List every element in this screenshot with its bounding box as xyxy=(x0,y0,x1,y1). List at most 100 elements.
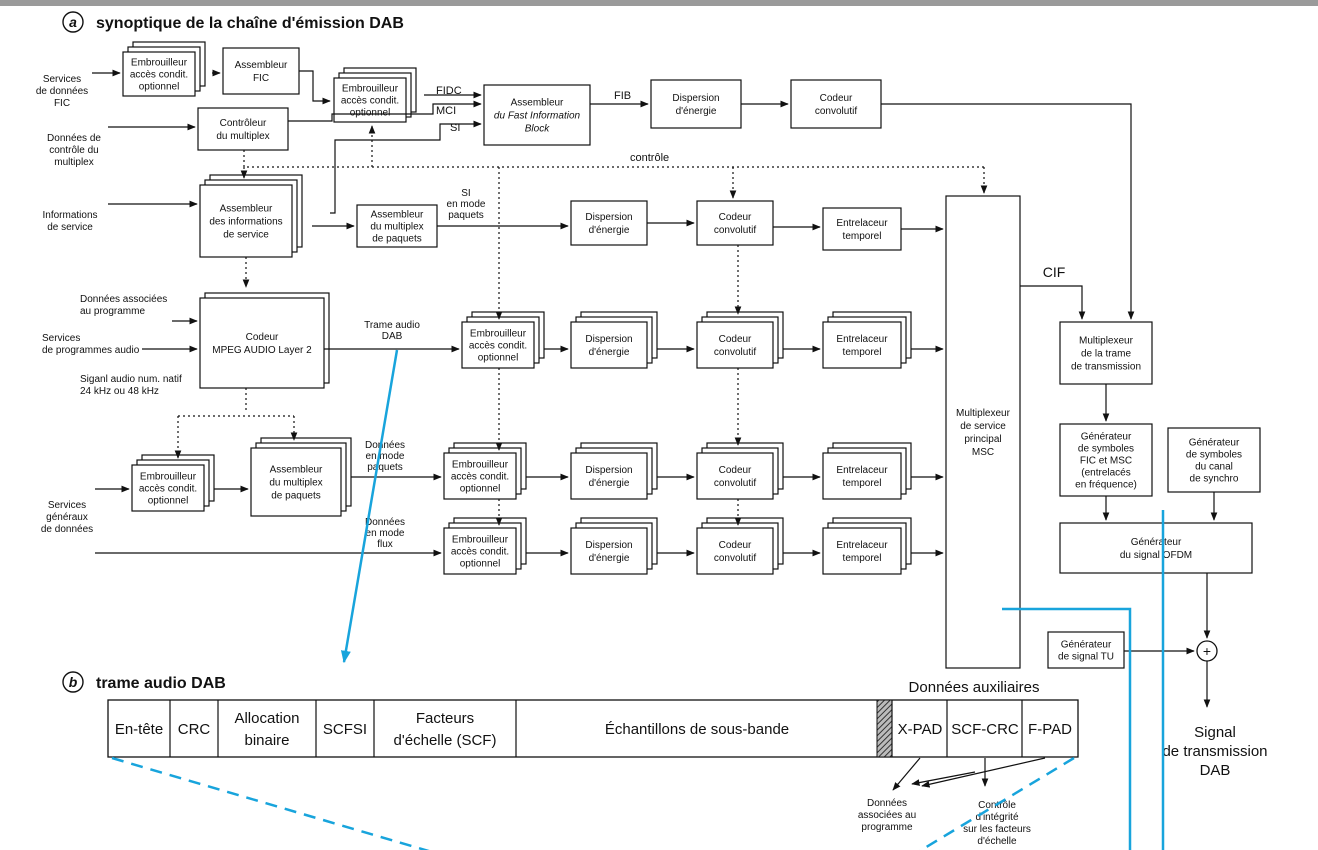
label-data-stream-line: Données xyxy=(365,517,405,528)
note-pad-line-2: associées au xyxy=(858,810,916,821)
scrambler-fidc-text-line: optionnel xyxy=(350,108,391,119)
si-interleaver-text-line: Entrelaceur xyxy=(836,218,888,229)
frame-hatch xyxy=(876,699,893,758)
stream-dispersion-text-line: Dispersion xyxy=(585,540,632,551)
si-coder-frame xyxy=(696,200,774,246)
info-to-si xyxy=(330,120,482,214)
msc-cif xyxy=(1020,285,1086,320)
sync-generator-text-line: de synchro xyxy=(1190,474,1239,485)
note-crc-line-3: sur les facteurs xyxy=(963,824,1031,835)
audio-frame: En-tête CRC Allocation binaire SCFSI Fac… xyxy=(107,679,1079,847)
section-a-badge xyxy=(62,11,84,33)
packet-coder-frame xyxy=(696,452,774,500)
input-assoc-line: Données associées xyxy=(80,294,167,305)
input-audio-line: Services xyxy=(42,333,80,344)
packet-scrambler-text-line: optionnel xyxy=(460,484,501,495)
si-dispersion-text-line: d'énergie xyxy=(589,225,630,236)
label-controle: contrôle xyxy=(630,152,669,164)
section-a-title: synoptique de la chaîne d'émission DAB xyxy=(96,15,404,32)
packet-interleaver-frame xyxy=(822,452,902,500)
general-scrambler-frame xyxy=(131,464,205,512)
field-header: En-tête xyxy=(115,721,163,738)
field-samples: Échantillons de sous-bande xyxy=(605,721,789,738)
input-info-line: de service xyxy=(47,222,93,233)
input-ctrl-line: contrôle du xyxy=(49,145,98,156)
ofdm-generator-text-line: du signal OFDM xyxy=(1120,550,1192,561)
sync-generator-text-line: Générateur xyxy=(1189,438,1240,449)
label-si-packets-line: SI xyxy=(461,188,470,199)
label-data-packets-line: Données xyxy=(365,440,405,451)
sync-generator-frame xyxy=(1167,427,1261,493)
fic-msc-generator-text-line: FIC et MSC xyxy=(1080,456,1132,467)
fic-msc-generator-text-line: (entrelacés xyxy=(1081,468,1130,479)
scrambler-fidc-text-line: Embrouilleur xyxy=(342,84,399,95)
stream-interleaver-text-line: temporel xyxy=(843,553,882,564)
packet-scrambler-frame xyxy=(443,452,517,500)
info-assembler-text-line: de service xyxy=(223,230,269,241)
si-coder-text-line: Codeur xyxy=(719,212,752,223)
fic-assembler-text-line: Assembleur xyxy=(235,60,288,71)
stream-scrambler-text-line: accès condit. xyxy=(451,547,509,558)
audio-interleaver-text-line: Entrelaceur xyxy=(836,334,888,345)
si-packet-assembler-frame xyxy=(356,204,438,248)
si-interleaver-text-line: temporel xyxy=(843,231,882,242)
stream-dispersion-text-line: d'énergie xyxy=(589,553,630,564)
stream-dispersion-text: Dispersion d'énergie xyxy=(585,540,632,564)
packet-dispersion-frame xyxy=(570,452,648,500)
audio-dispersion-frame xyxy=(570,321,648,369)
fib-dispersion-text-line: Dispersion xyxy=(672,93,719,104)
msc-mux-text-line: de service xyxy=(960,421,1006,432)
note-crc-line-4: d'échelle xyxy=(977,836,1017,847)
section-b-title: trame audio DAB xyxy=(96,675,226,692)
aux-data-label: Données auxiliaires xyxy=(909,679,1040,696)
sync-generator-text-line: de symboles xyxy=(1186,450,1242,461)
tu-generator-text-line: Générateur xyxy=(1061,640,1112,651)
section-b-letter: b xyxy=(69,674,78,690)
fib-dispersion-frame xyxy=(650,79,742,129)
general-packet-assembler-frame xyxy=(250,447,342,517)
label-fidc: FIDC xyxy=(436,85,462,97)
arrow-xpad-note xyxy=(892,757,921,791)
note-pad-line-3: programme xyxy=(861,822,913,833)
highlight-msc-line xyxy=(1002,607,1132,850)
field-crc: CRC xyxy=(178,721,211,738)
ctrl-to-mci xyxy=(288,100,482,122)
sync-generator-text-line: du canal xyxy=(1195,462,1233,473)
stream-dispersion: Dispersion d'énergie xyxy=(570,517,658,575)
general-scrambler-text-line: Embrouilleur xyxy=(140,472,197,483)
input-general-line: de données xyxy=(41,524,93,535)
label-si-packets-line: paquets xyxy=(448,210,484,221)
fib-assembler-frame xyxy=(483,84,591,146)
audio-interleaver-frame xyxy=(822,321,902,369)
msc-mux-text-line: Multiplexeur xyxy=(956,408,1011,419)
scrambler-fic-text-line: Embrouilleur xyxy=(131,58,188,69)
packet-dispersion-text-line: d'énergie xyxy=(589,478,630,489)
frame-outline xyxy=(107,699,1079,758)
info-assembler-frame xyxy=(199,184,293,258)
input-fic-line: Services xyxy=(43,74,81,85)
